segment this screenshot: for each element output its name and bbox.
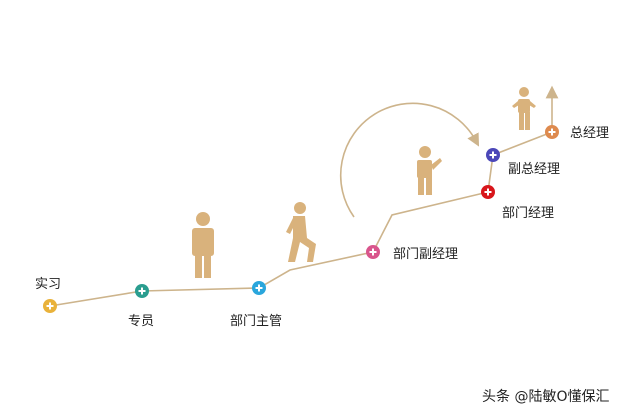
watermark: 头条 @陆敏O懂保汇 bbox=[482, 389, 610, 405]
stage-label: 总经理 bbox=[570, 126, 610, 141]
climbing-person-icon bbox=[286, 202, 316, 262]
stage-node-plus-icon bbox=[366, 245, 380, 259]
stage-node-plus-icon bbox=[486, 148, 500, 162]
stage-node-plus-icon bbox=[43, 299, 57, 313]
stage-node-plus-icon bbox=[135, 284, 149, 298]
stage-node-plus-icon bbox=[481, 185, 495, 199]
shrugging-person-icon bbox=[512, 87, 536, 130]
stage-label: 部门经理 bbox=[502, 206, 555, 221]
stage-label: 部门主管 bbox=[230, 314, 283, 329]
standing-person-icon bbox=[192, 212, 214, 278]
pointing-person-icon bbox=[417, 146, 442, 195]
stage-label: 实习 bbox=[35, 277, 62, 292]
stage-label: 部门副经理 bbox=[393, 247, 459, 262]
promotion-arc-arrow bbox=[339, 102, 480, 218]
stage-label: 副总经理 bbox=[508, 162, 561, 177]
stage-node-plus-icon bbox=[252, 281, 266, 295]
stage-node-plus-icon bbox=[545, 125, 559, 139]
stage-label: 专员 bbox=[128, 314, 155, 329]
